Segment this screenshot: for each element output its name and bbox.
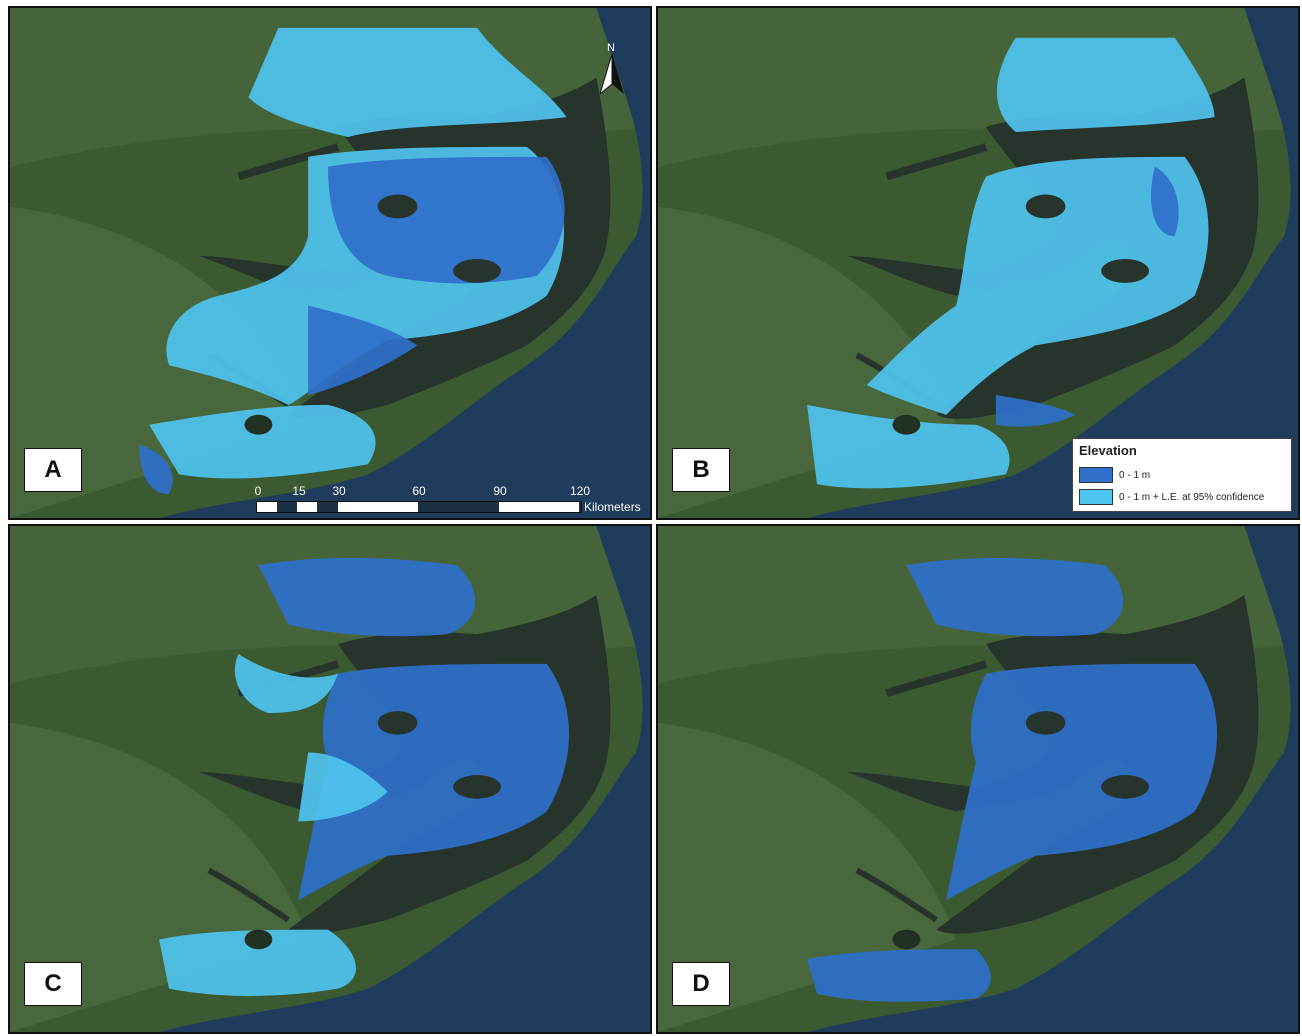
lake — [377, 711, 418, 735]
north-arrow-icon — [600, 54, 624, 94]
panel-label: A — [24, 448, 82, 492]
scale-tick: 15 — [292, 484, 306, 498]
map-image — [658, 8, 1298, 518]
river — [855, 867, 938, 923]
panel-label: C — [24, 962, 82, 1006]
lake — [244, 414, 273, 435]
lake — [244, 929, 273, 950]
ocean-area — [807, 526, 1298, 1032]
scale-tick: 60 — [412, 484, 426, 498]
scale-unit: Kilometers — [584, 500, 641, 514]
lake — [892, 929, 921, 950]
ocean-area — [807, 8, 1298, 518]
panel-label: D — [672, 962, 730, 1006]
map-panel-a: N 0 15 30 60 90 120 Kilometers A — [8, 6, 652, 520]
legend-item: 0 - 1 m + L.E. at 95% confidence — [1079, 489, 1264, 505]
lake — [1101, 259, 1149, 283]
scale-tick: 0 — [254, 484, 262, 498]
legend-item: 0 - 1 m — [1079, 467, 1150, 483]
lake — [1025, 711, 1066, 735]
inundation-zone — [807, 37, 1215, 489]
inundation-zone — [139, 156, 565, 495]
elevation-legend: Elevation 0 - 1 m 0 - 1 m + L.E. at 95% … — [1072, 438, 1292, 512]
north-letter: N — [607, 42, 615, 54]
scale-bar-segments — [256, 501, 582, 513]
legend-label: 0 - 1 m + L.E. at 95% confidence — [1119, 491, 1265, 503]
lake — [377, 194, 418, 219]
lake — [1025, 194, 1066, 219]
river — [207, 867, 290, 923]
river — [885, 143, 988, 181]
lake — [892, 414, 921, 435]
river — [885, 660, 988, 698]
map-panel-d: D — [656, 524, 1300, 1034]
map-image — [658, 526, 1298, 1032]
scale-tick: 30 — [332, 484, 346, 498]
legend-title: Elevation — [1079, 443, 1137, 458]
legend-swatch — [1079, 467, 1113, 483]
scale-tick: 120 — [569, 484, 591, 498]
map-panel-b: B Elevation 0 - 1 m 0 - 1 m + L.E. at 95… — [656, 6, 1300, 520]
ocean-area — [159, 526, 650, 1032]
lake — [1101, 775, 1149, 799]
inundation-zone — [159, 653, 388, 997]
inundation-zone — [807, 557, 1218, 1002]
ocean-area — [159, 8, 650, 518]
map-image — [10, 8, 650, 518]
inundation-zone — [995, 166, 1179, 427]
scale-bar: 0 15 30 60 90 120 Kilometers — [254, 484, 650, 516]
map-image — [10, 526, 650, 1032]
map-panel-c: C — [8, 524, 652, 1034]
scale-tick: 90 — [493, 484, 507, 498]
lake — [453, 259, 501, 283]
river — [237, 143, 340, 181]
legend-swatch — [1079, 489, 1113, 505]
panel-label: B — [672, 448, 730, 492]
north-arrow: N — [600, 42, 624, 96]
lake — [453, 775, 501, 799]
legend-label: 0 - 1 m — [1119, 469, 1151, 481]
